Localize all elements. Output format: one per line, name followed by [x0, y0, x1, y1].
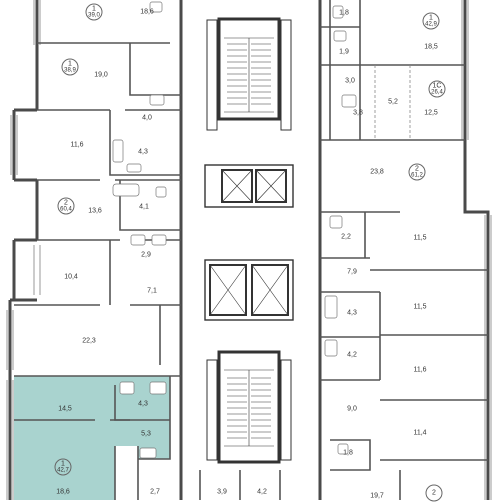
- apartment-label[interactable]: 1 42,9: [422, 12, 440, 30]
- apartment-label[interactable]: 1С 26,4: [428, 80, 446, 98]
- exterior-walls: [8, 0, 490, 500]
- room-area: 7,9: [347, 268, 357, 276]
- room-area: 23,8: [370, 168, 384, 176]
- room-area: 4,3: [138, 400, 148, 408]
- apartment-label[interactable]: 2 60,4: [57, 197, 75, 215]
- room-area: 19,0: [94, 71, 108, 79]
- apartment-label[interactable]: 2: [425, 484, 443, 502]
- apartment-badge: 1 38,9: [61, 58, 79, 76]
- room-area: 2,2: [341, 233, 351, 241]
- apartment-total-area: 38,9: [64, 67, 76, 74]
- apartment-total-area: 42,9: [425, 21, 437, 28]
- apartment-label[interactable]: 1 38,9: [61, 58, 79, 76]
- room-area: 11,5: [413, 303, 427, 311]
- room-area: 12,5: [424, 109, 438, 117]
- room-area: 5,3: [141, 430, 151, 438]
- room-area: 1,8: [343, 449, 353, 457]
- apartment-label[interactable]: 1 39,0: [85, 3, 103, 21]
- apartment-badge: 2 60,4: [57, 197, 75, 215]
- room-area: 13,6: [88, 207, 102, 215]
- room-area: 11,4: [413, 429, 427, 437]
- windows: [6, 0, 492, 500]
- room-area: 5,2: [388, 98, 398, 106]
- room-area: 18,6: [56, 488, 70, 496]
- right-interior-walls: [320, 0, 488, 500]
- apartment-type: 1: [61, 460, 65, 468]
- room-area: 18,5: [424, 43, 438, 51]
- room-area: 4,2: [347, 351, 357, 359]
- room-area: 4,1: [139, 203, 149, 211]
- room-area: 3,9: [217, 488, 227, 496]
- room-area: 4,3: [138, 148, 148, 156]
- apartment-badge: 1 42,9: [422, 12, 440, 30]
- room-area: 10,4: [64, 273, 78, 281]
- room-area: 11,6: [70, 141, 84, 149]
- fixtures: [112, 1, 357, 459]
- room-area: 9,0: [347, 405, 357, 413]
- room-area: 4,3: [347, 309, 357, 317]
- room-area: 7,1: [147, 287, 157, 295]
- apartment-total-area: 61,2: [411, 172, 423, 179]
- room-area: 18,6: [140, 8, 154, 16]
- apartment-badge: 2: [425, 484, 443, 502]
- room-area: 2,7: [150, 488, 160, 496]
- apartment-badge: 2 61,2: [408, 163, 426, 181]
- room-area: 1,9: [339, 48, 349, 56]
- apartment-type: 1: [429, 14, 433, 22]
- apartment-type: 1: [68, 60, 72, 68]
- apartment-type: 2: [64, 199, 68, 207]
- room-area: 22,3: [82, 337, 96, 345]
- room-area: 3,0: [345, 77, 355, 85]
- apartment-badge: 1 42,7: [54, 458, 72, 476]
- apartment-type: 2: [432, 489, 436, 497]
- room-area: 4,2: [257, 488, 267, 496]
- apartment-total-area: 60,4: [60, 206, 72, 213]
- room-area: 14,5: [58, 405, 72, 413]
- apartment-label[interactable]: 2 61,2: [408, 163, 426, 181]
- apartment-type: 2: [415, 165, 419, 173]
- apartment-type: 1: [92, 5, 96, 13]
- room-area: 4,0: [142, 114, 152, 122]
- apartment-total-area: 39,0: [88, 12, 100, 19]
- apartment-label[interactable]: 1 42,7: [54, 458, 72, 476]
- room-area: 11,5: [413, 234, 427, 242]
- apartment-type: 1С: [432, 82, 442, 90]
- left-interior-walls: [14, 42, 281, 500]
- apartment-badge: 1С 26,4: [428, 80, 446, 98]
- room-area: 3,8: [353, 109, 363, 117]
- room-area: 1,8: [339, 9, 349, 17]
- stair-core-top: [206, 17, 292, 131]
- highlighted-apartment[interactable]: [14, 376, 170, 500]
- apartment-total-area: 26,4: [431, 89, 443, 96]
- apartment-badge: 1 39,0: [85, 3, 103, 21]
- apartment-total-area: 42,7: [57, 467, 69, 474]
- partition-dashed: [374, 65, 411, 140]
- room-area: 2,9: [141, 251, 151, 259]
- stair-core-bottom: [206, 350, 292, 464]
- room-area: 11,6: [413, 366, 427, 374]
- elevator-core: [204, 164, 294, 321]
- room-area: 19,7: [370, 492, 384, 500]
